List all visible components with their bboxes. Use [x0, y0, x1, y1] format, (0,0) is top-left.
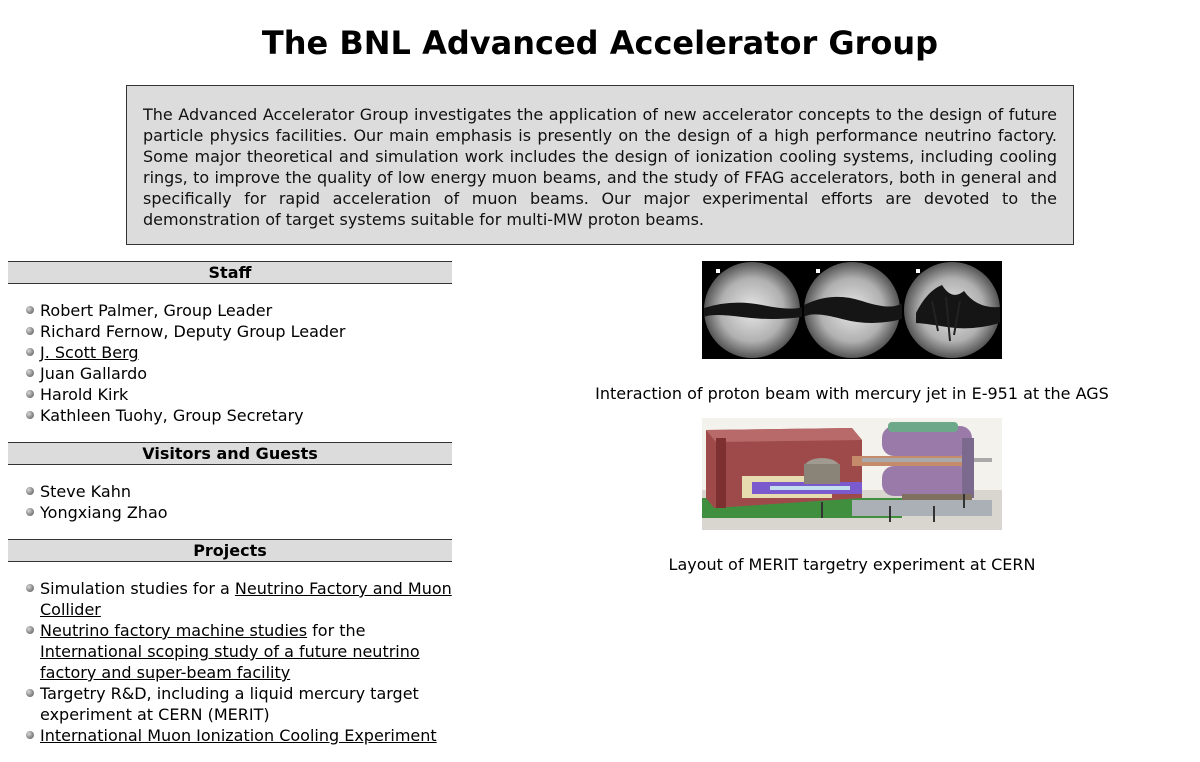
figure-merit-layout: Layout of MERIT targetry experiment at C… — [560, 418, 1144, 575]
visitors-header: Visitors and Guests — [8, 442, 452, 465]
staff-list: Robert Palmer, Group Leader Richard Fern… — [8, 300, 452, 426]
figure-caption: Layout of MERIT targetry experiment at C… — [668, 555, 1036, 574]
bullet-icon — [26, 626, 34, 634]
staff-name: Juan Gallardo — [40, 364, 148, 383]
page-title: The BNL Advanced Accelerator Group — [261, 24, 939, 62]
list-item: Kathleen Tuohy, Group Secretary — [26, 405, 452, 426]
list-item: J. Scott Berg — [26, 342, 452, 363]
list-item: Harold Kirk — [26, 384, 452, 405]
list-item: Neutrino factory machine studies for the… — [26, 620, 452, 683]
intro-text: The Advanced Accelerator Group investiga… — [143, 105, 1057, 229]
list-item: Steve Kahn — [26, 481, 452, 502]
bullet-icon — [26, 411, 34, 419]
visitor-name: Steve Kahn — [40, 482, 131, 501]
list-item: Robert Palmer, Group Leader — [26, 300, 452, 321]
figure-caption: Interaction of proton beam with mercury … — [595, 384, 1109, 403]
link-international-scoping-study[interactable]: International scoping study of a future … — [40, 642, 420, 682]
bullet-icon — [26, 369, 34, 377]
bullet-icon — [26, 306, 34, 314]
bullet-icon — [26, 508, 34, 516]
staff-name: Richard Fernow, Deputy Group Leader — [40, 322, 346, 341]
list-item: Targetry R&D, including a liquid mercury… — [26, 683, 452, 725]
figure-mercury-jet: Interaction of proton beam with mercury … — [560, 261, 1144, 404]
list-item: Simulation studies for a Neutrino Factor… — [26, 578, 452, 620]
bullet-icon — [26, 390, 34, 398]
list-item: Juan Gallardo — [26, 363, 452, 384]
visitor-name: Yongxiang Zhao — [40, 503, 168, 522]
project-text: for the — [307, 621, 366, 640]
link-mice[interactable]: International Muon Ionization Cooling Ex… — [40, 726, 437, 745]
visitors-list: Steve Kahn Yongxiang Zhao — [8, 481, 452, 523]
projects-header: Projects — [8, 539, 452, 562]
projects-list: Simulation studies for a Neutrino Factor… — [8, 578, 452, 746]
left-column: Staff Robert Palmer, Group Leader Richar… — [8, 261, 452, 762]
link-machine-studies[interactable]: Neutrino factory machine studies — [40, 621, 308, 640]
bullet-icon — [26, 487, 34, 495]
list-item: Richard Fernow, Deputy Group Leader — [26, 321, 452, 342]
project-text: Simulation studies for a — [40, 579, 235, 598]
link-neutrino-factory-muon-collider[interactable]: Neutrino Factory and Muon Collider — [40, 579, 452, 619]
staff-link-berg[interactable]: J. Scott Berg — [40, 343, 139, 362]
mercury-jet-photo — [702, 261, 1002, 359]
bullet-icon — [26, 584, 34, 592]
project-text: Targetry R&D, including a liquid mercury… — [40, 684, 419, 724]
staff-name: Robert Palmer, Group Leader — [40, 301, 273, 320]
intro-box: The Advanced Accelerator Group investiga… — [126, 85, 1074, 245]
list-item: Yongxiang Zhao — [26, 502, 452, 523]
bullet-icon — [26, 731, 34, 739]
list-item: International Muon Ionization Cooling Ex… — [26, 725, 452, 746]
merit-layout-image — [702, 418, 1002, 530]
bullet-icon — [26, 348, 34, 356]
staff-name: Harold Kirk — [40, 385, 129, 404]
mercury-jet-image — [702, 261, 1002, 359]
bullet-icon — [26, 689, 34, 697]
staff-header: Staff — [8, 261, 452, 284]
merit-layout-drawing — [702, 418, 1002, 530]
bullet-icon — [26, 327, 34, 335]
staff-name: Kathleen Tuohy, Group Secretary — [40, 406, 304, 425]
